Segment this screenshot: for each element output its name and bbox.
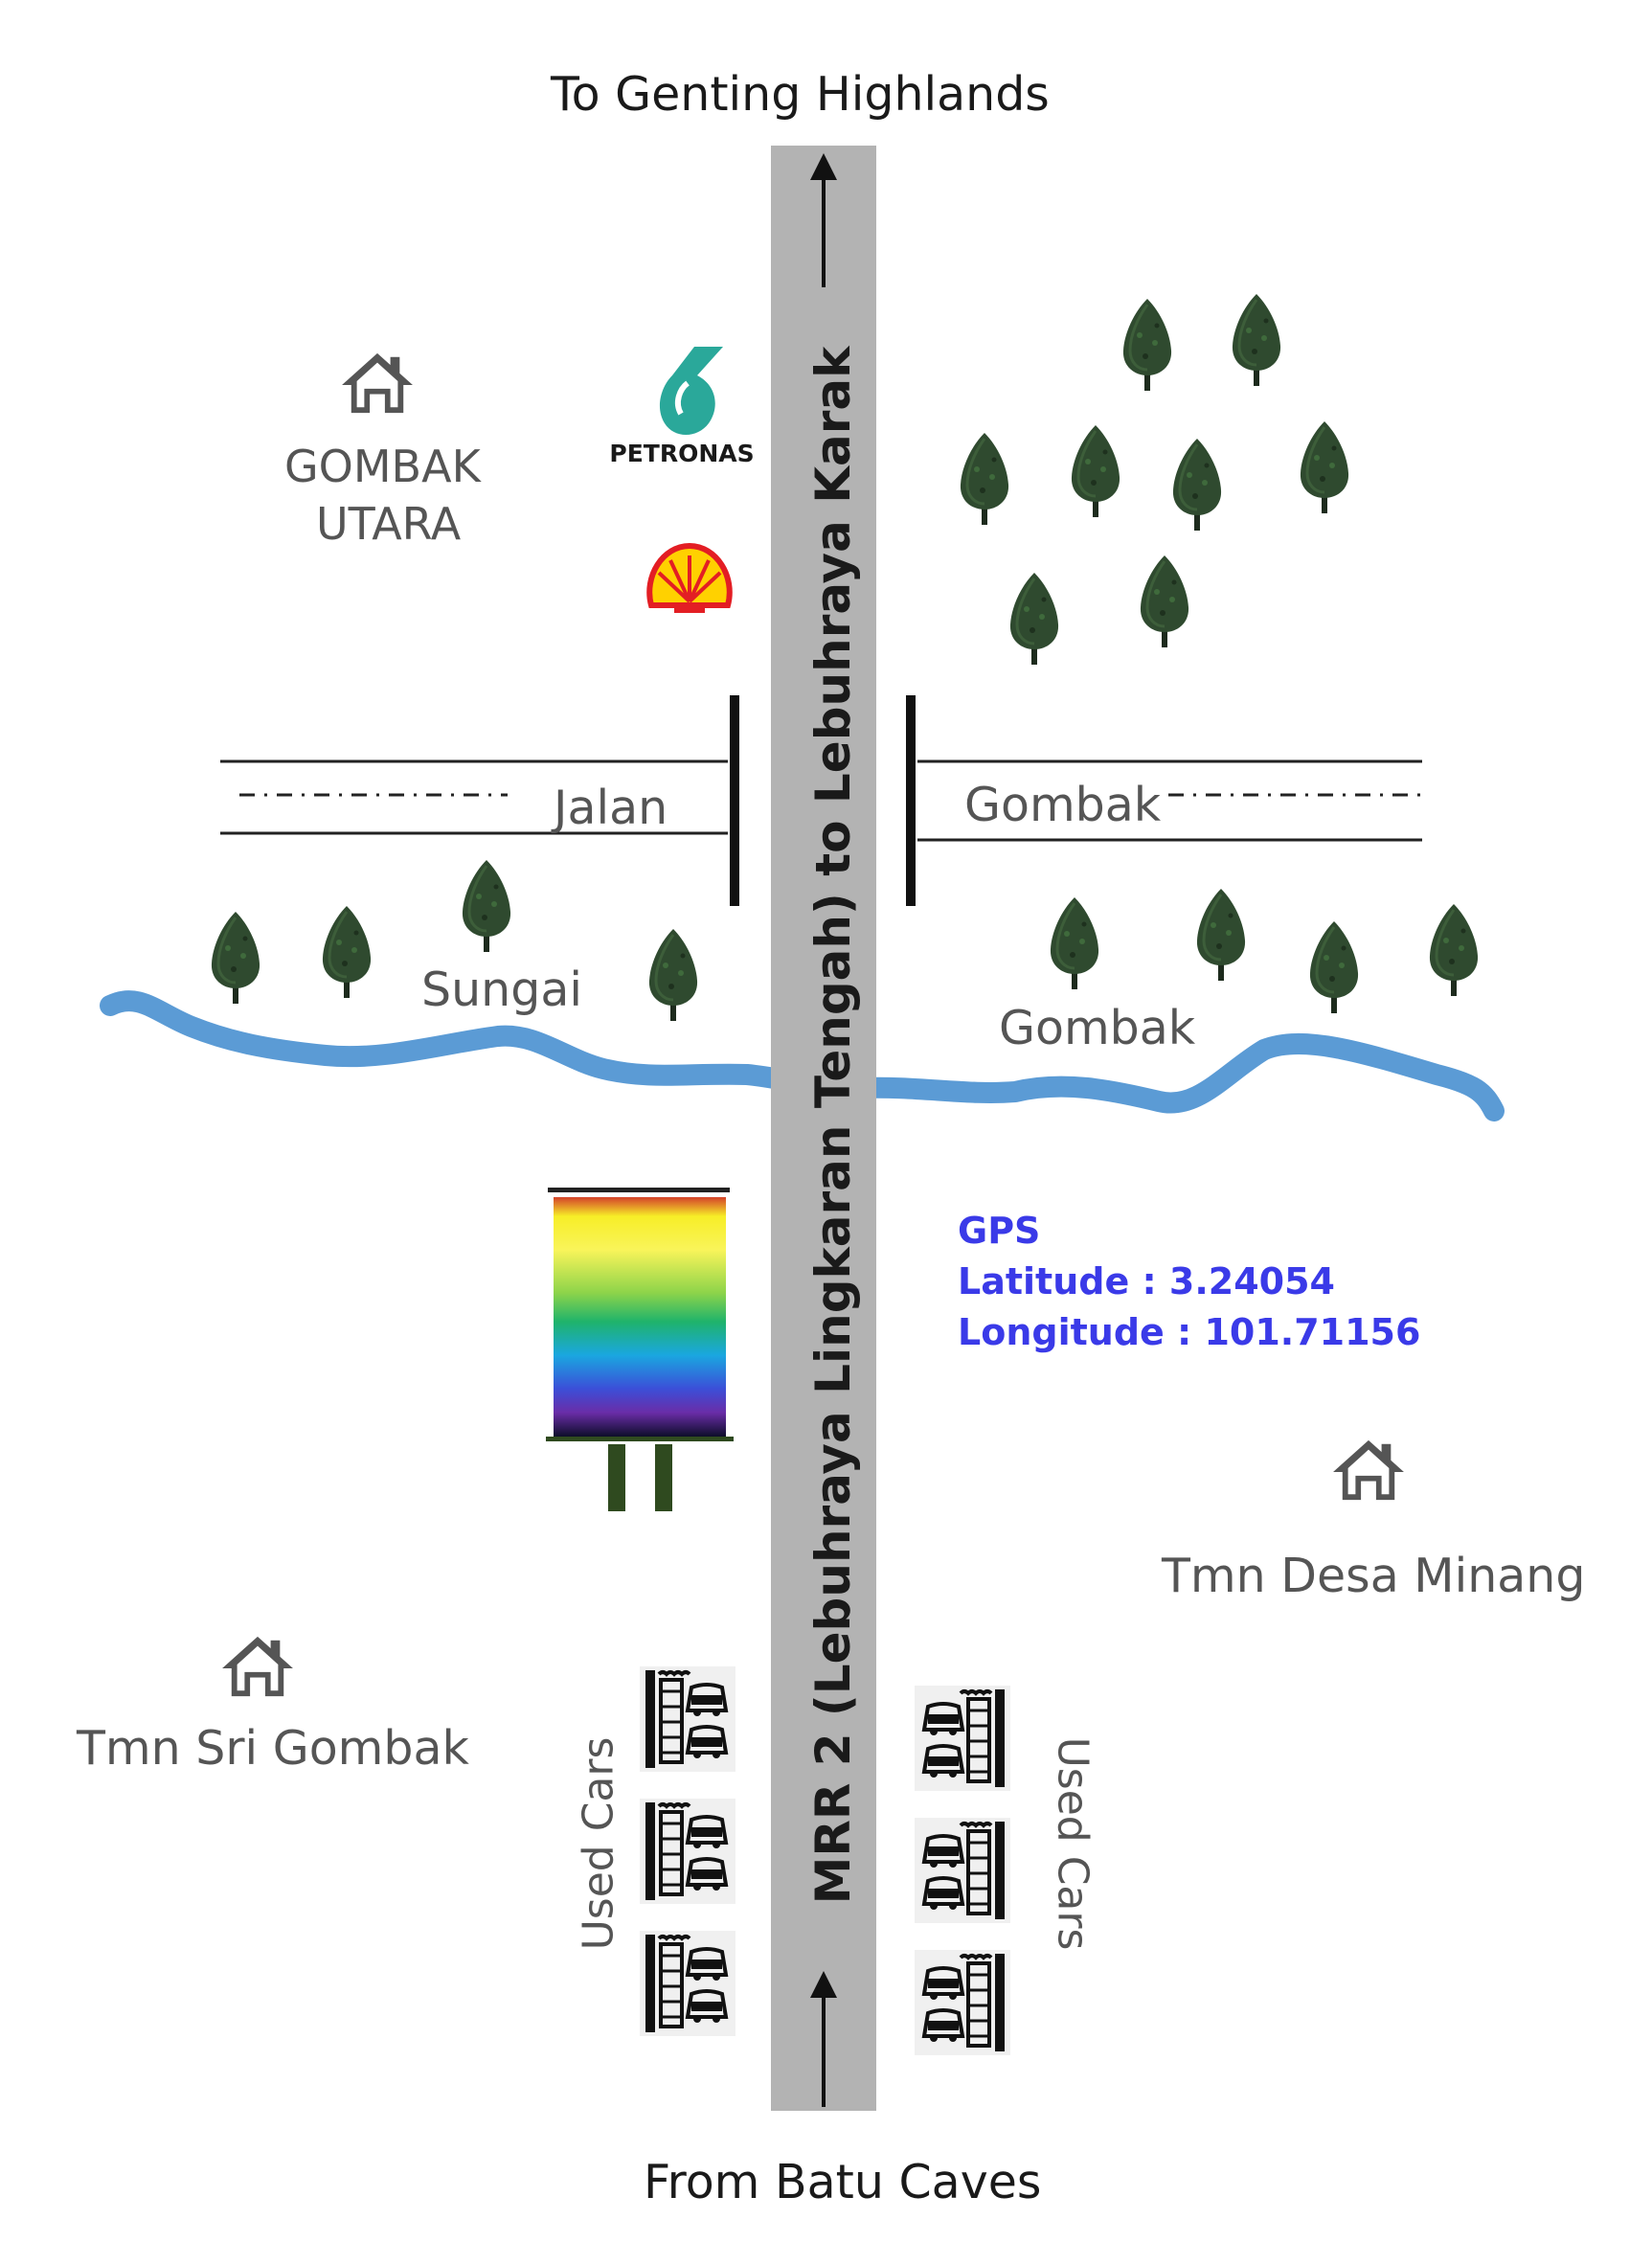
house-icon xyxy=(222,1636,293,1697)
shell-logo-icon xyxy=(646,542,733,613)
river-label-left: Sungai xyxy=(421,963,582,1017)
gps-longitude: Longitude : 101.71156 xyxy=(958,1311,1421,1353)
sri-gombak-label: Tmn Sri Gombak xyxy=(77,1721,469,1776)
north-destination-label: To Genting Highlands xyxy=(551,67,1050,122)
cross-road-label-right: Gombak xyxy=(964,778,1162,832)
gombak-utara-label-line1: GOMBAK xyxy=(284,441,481,492)
main-road xyxy=(771,146,876,2111)
gps-latitude: Latitude : 3.24054 xyxy=(958,1260,1335,1302)
gps-title: GPS xyxy=(958,1210,1041,1252)
used-cars-right-label: Used Cars xyxy=(1048,1736,1098,1951)
billboard-icon xyxy=(546,1188,734,1511)
north-arrow-icon xyxy=(810,153,837,287)
house-icon xyxy=(342,352,413,414)
south-arrow-icon xyxy=(810,1971,837,2107)
house-icon xyxy=(1333,1439,1404,1501)
petronas-logo-icon: PETRONAS xyxy=(609,347,755,467)
south-origin-label: From Batu Caves xyxy=(644,2155,1042,2209)
main-road-label: MRR 2 (Lebuhraya Lingkaran Tengah) to Le… xyxy=(805,346,861,1905)
petronas-label: PETRONAS xyxy=(609,440,754,467)
cross-road xyxy=(220,695,1422,906)
gombak-utara-label-line2: UTARA xyxy=(316,498,462,550)
used-cars-left-lots xyxy=(640,1666,735,2036)
used-cars-right-lots xyxy=(915,1686,1010,2055)
desa-minang-label: Tmn Desa Minang xyxy=(1162,1549,1586,1603)
cross-road-label-left: Jalan xyxy=(554,781,668,835)
river-label-right: Gombak xyxy=(999,1001,1196,1055)
used-cars-left-label: Used Cars xyxy=(574,1736,623,1951)
